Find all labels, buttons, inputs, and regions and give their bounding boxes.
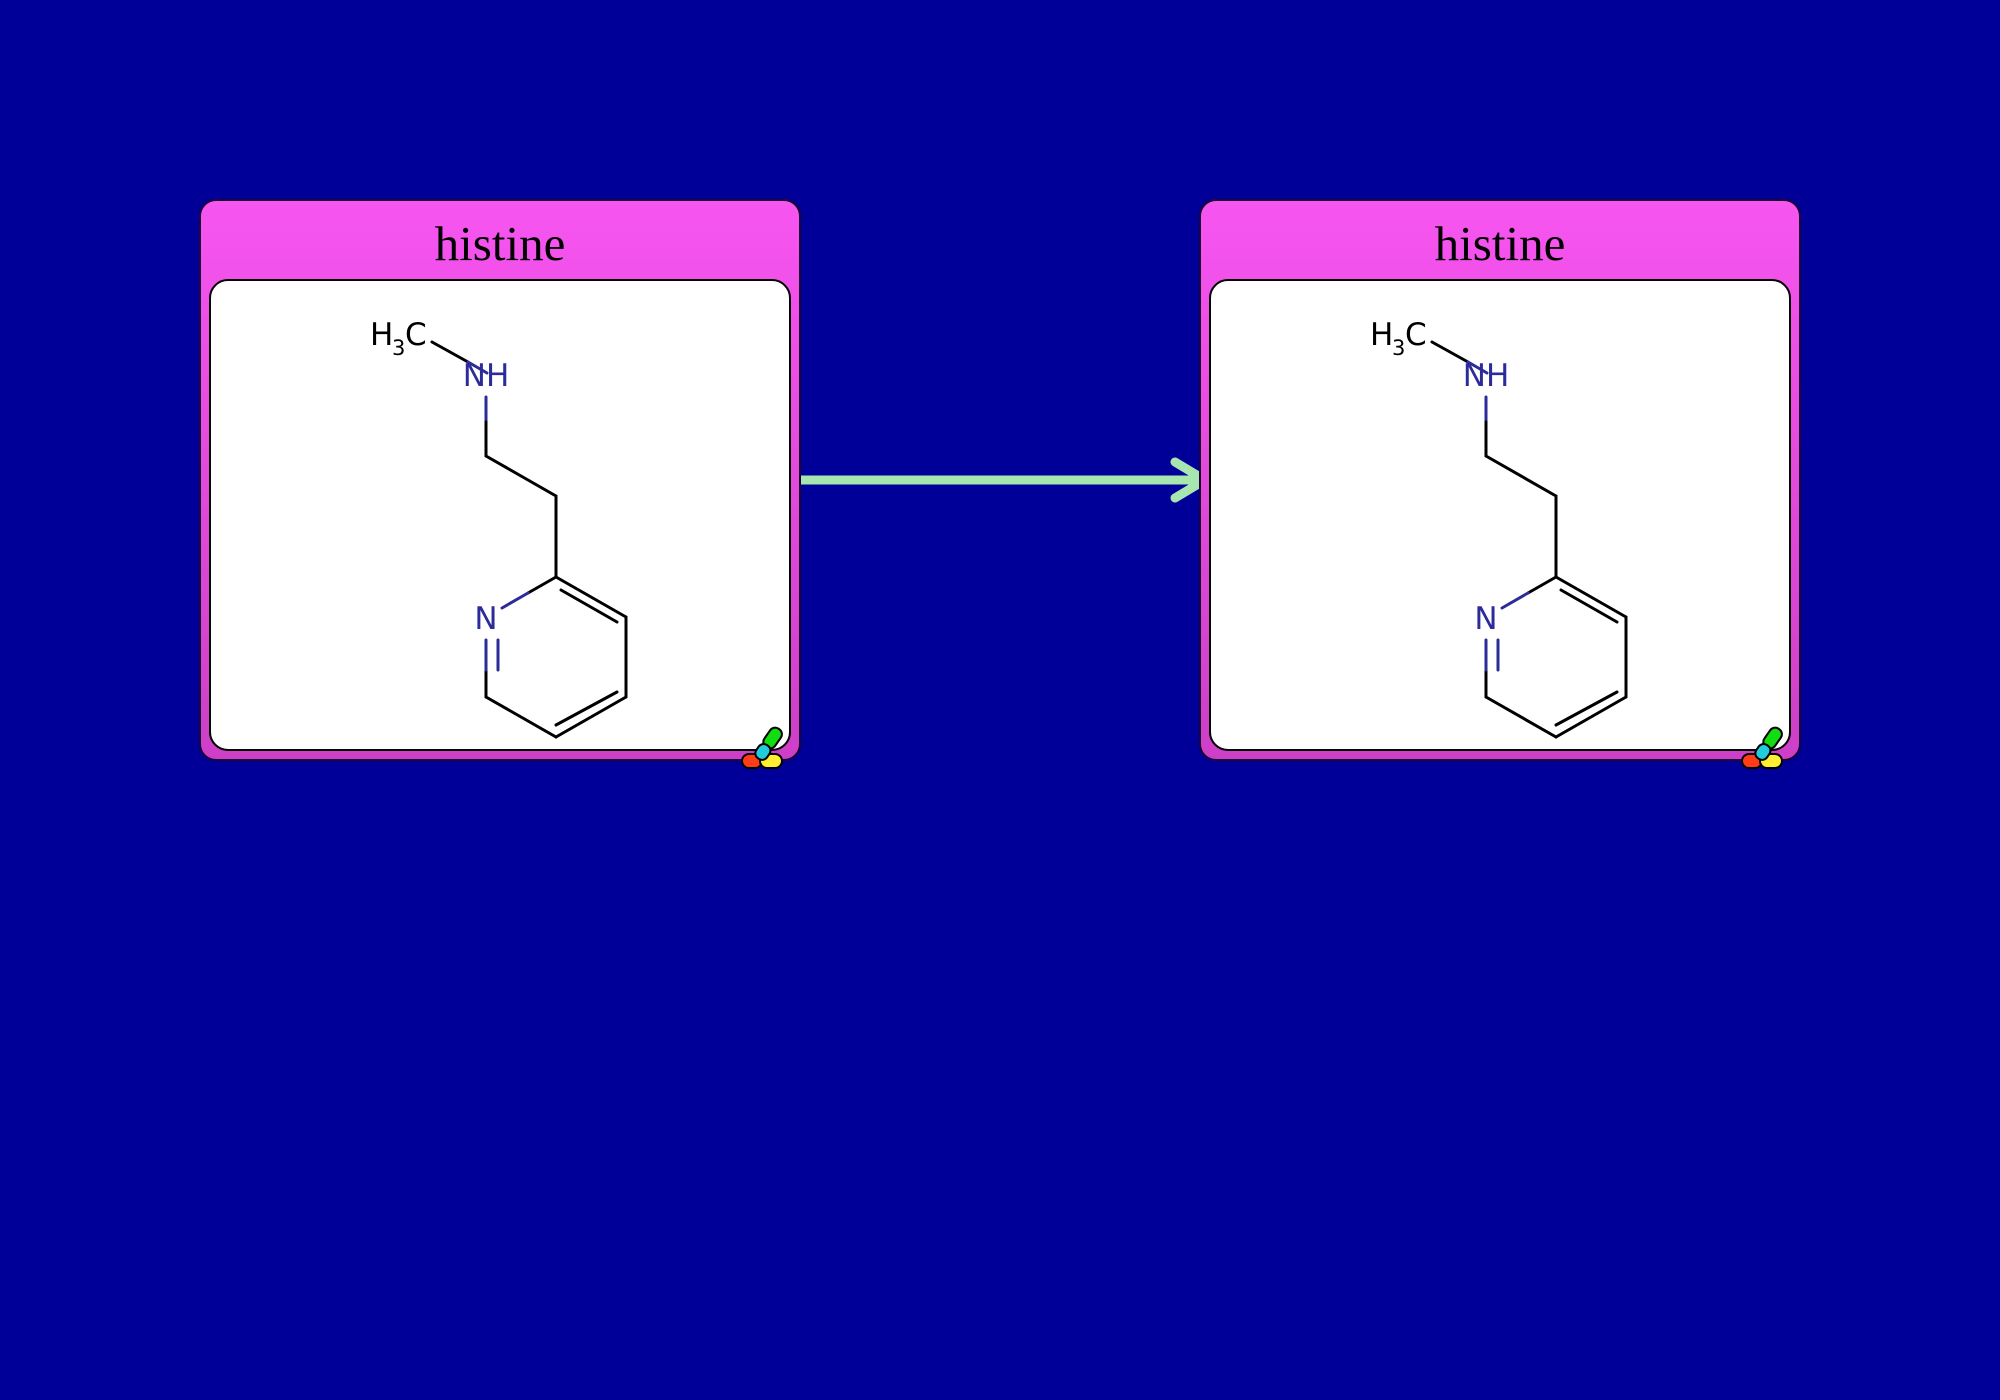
bond-ring-c2-n xyxy=(1526,575,1558,595)
molecule-structure xyxy=(1430,340,1628,739)
bond-methyl-amine xyxy=(430,340,470,364)
bond-ring-c2-c3 xyxy=(1554,575,1628,619)
atom-methyl-subscript: 3 xyxy=(1392,336,1405,360)
bond-ring-c4-c5-inner xyxy=(1554,690,1619,727)
bond-ring-c2-n-blue xyxy=(500,591,530,610)
bond-ring-c2-c3-inner xyxy=(1559,588,1619,624)
bond-ethyl-1 xyxy=(484,454,558,498)
bond-methyl-amine-n xyxy=(1466,360,1489,375)
molecule-node-right[interactable]: histine H 3 C NH N xyxy=(1199,199,1801,769)
atom-methyl-subscript: 3 xyxy=(392,336,405,360)
structure-panel xyxy=(209,279,791,751)
molecule-structure xyxy=(430,340,628,739)
drug-capsule-icon[interactable] xyxy=(741,725,784,769)
structure-panel xyxy=(1209,279,1791,751)
drug-capsule-icon[interactable] xyxy=(1741,725,1784,769)
bond-methyl-amine-n xyxy=(466,360,489,375)
bond-ring-c2-c3-inner xyxy=(559,588,619,624)
node-title: histine xyxy=(435,216,566,271)
bond-ring-c5-c6 xyxy=(484,695,558,739)
atom-amine-nh: NH xyxy=(463,358,510,394)
bond-ring-c4-c5 xyxy=(554,695,628,739)
atom-methyl-h: H xyxy=(1370,317,1393,353)
atom-ring-nitrogen: N xyxy=(1474,601,1497,637)
node-title: histine xyxy=(1435,216,1566,271)
bond-ring-c2-c3 xyxy=(554,575,628,619)
bond-ring-c2-n xyxy=(526,575,558,595)
atom-methyl-c: C xyxy=(1405,317,1427,353)
atom-ring-nitrogen: N xyxy=(474,601,497,637)
bond-ethyl-1 xyxy=(1484,454,1558,498)
bond-ring-c4-c5-inner xyxy=(554,690,619,727)
atom-amine-nh: NH xyxy=(1463,358,1510,394)
molecule-node-left[interactable]: histine H 3 C NH N xyxy=(199,199,801,769)
atom-methyl-h: H xyxy=(370,317,393,353)
bond-ring-c4-c5 xyxy=(1554,695,1628,739)
bond-ring-c2-n-blue xyxy=(1500,591,1530,610)
atom-methyl-c: C xyxy=(405,317,427,353)
bond-ring-c5-c6 xyxy=(1484,695,1558,739)
bond-methyl-amine xyxy=(1430,340,1470,364)
